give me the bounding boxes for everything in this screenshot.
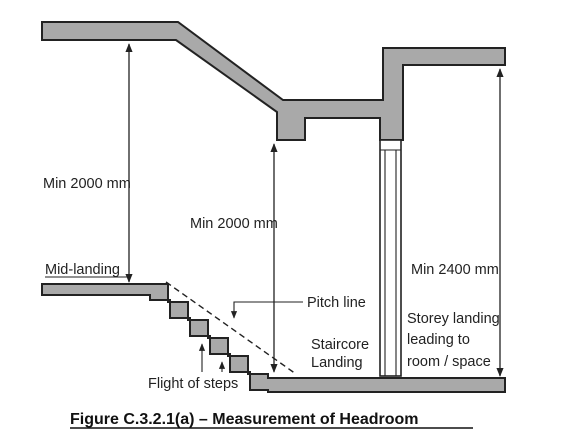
label-storey-3: room / space — [407, 354, 491, 370]
label-min-2000-center: Min 2000 mm — [190, 216, 278, 232]
label-staircore-2: Landing — [311, 355, 363, 371]
label-mid-landing: Mid-landing — [45, 262, 120, 278]
label-staircore-1: Staircore — [311, 337, 369, 353]
label-storey-1: Storey landing — [407, 311, 500, 327]
staircore-wall — [379, 139, 402, 377]
figure-caption: Figure C.3.2.1(a) – Measurement of Headr… — [70, 411, 419, 428]
upper-ceiling-slab — [41, 21, 506, 141]
label-flight-of-steps: Flight of steps — [148, 376, 238, 392]
label-storey-2: leading to — [407, 332, 470, 348]
label-min-2400: Min 2400 mm — [411, 262, 499, 278]
flight-of-steps-slab — [41, 283, 506, 393]
label-min-2000-left: Min 2000 mm — [43, 176, 131, 192]
label-pitch-line: Pitch line — [307, 295, 366, 311]
pitch-line-leader — [230, 301, 303, 319]
